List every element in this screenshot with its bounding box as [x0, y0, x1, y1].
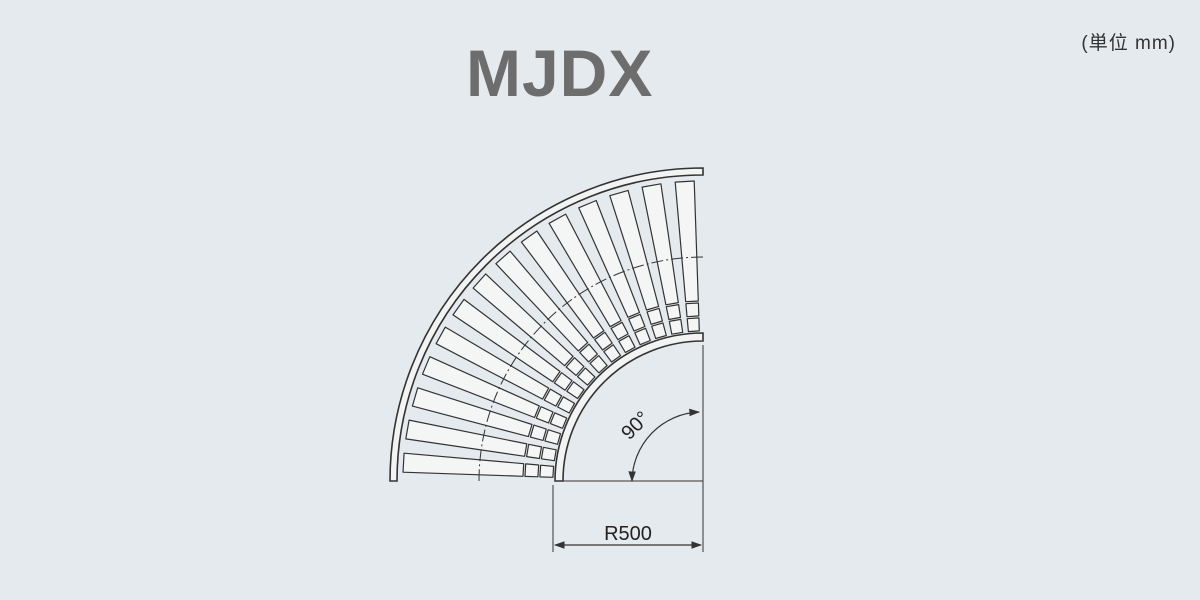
- roller-outer-segment: [495, 250, 589, 352]
- roller: [520, 230, 622, 363]
- roller: [421, 356, 568, 429]
- roller-inner-segment: [603, 344, 622, 363]
- roller-middle-segment: [665, 304, 682, 321]
- roller-middle-segment: [565, 357, 585, 376]
- model-title: MJDX: [466, 36, 654, 110]
- roller-inner-segment: [539, 464, 555, 478]
- roller: [674, 180, 700, 333]
- roller-middle-segment: [553, 372, 573, 391]
- roller: [452, 298, 585, 400]
- angle-dimension-arc: [628, 408, 701, 483]
- unit-note: (単位 mm): [1081, 33, 1176, 54]
- roller-outer-segment: [472, 273, 574, 367]
- roller-middle-segment: [628, 313, 646, 332]
- roller-inner-segment: [576, 367, 596, 386]
- roller: [405, 419, 557, 462]
- roller-outer-segment: [674, 180, 699, 303]
- roller-middle-segment: [594, 331, 613, 351]
- angle-label: 90°: [617, 407, 654, 444]
- roller-inner-segment: [549, 412, 568, 429]
- roller-middle-segment: [529, 424, 547, 441]
- roller-middle-segment: [525, 443, 543, 460]
- roller-outer-segment: [548, 213, 622, 328]
- roller: [641, 183, 684, 335]
- roller-outer-segment: [609, 189, 660, 311]
- center-line: [478, 256, 704, 482]
- radius-label: R500: [604, 523, 652, 545]
- roller-inner-segment: [618, 335, 636, 354]
- roller-outer-segment: [641, 183, 679, 306]
- roller-middle-segment: [535, 406, 554, 424]
- roller-outer-segment: [421, 356, 540, 419]
- roller-outer-segment: [452, 298, 561, 383]
- roller-outer-segment: [405, 419, 528, 457]
- roller-inner-segment: [668, 318, 684, 335]
- roller: [402, 452, 555, 478]
- roller: [411, 387, 562, 445]
- roller-inner-segment: [540, 446, 557, 462]
- roller: [548, 213, 636, 354]
- roller-inner-segment: [686, 317, 700, 333]
- roller-inner-segment: [557, 396, 576, 414]
- roller-middle-segment: [579, 343, 599, 363]
- roller-middle-segment: [646, 307, 664, 325]
- roller-middle-segment: [610, 321, 629, 341]
- roller-group: [402, 180, 700, 478]
- roller-outer-segment: [411, 387, 533, 438]
- roller-middle-segment: [685, 302, 700, 318]
- roller-outer-segment: [578, 199, 641, 318]
- roller-middle-segment: [543, 388, 563, 407]
- roller: [578, 199, 651, 346]
- roller-inner-segment: [566, 381, 585, 400]
- outer-frame: [389, 167, 704, 482]
- roller-inner-segment: [651, 322, 667, 340]
- roller: [609, 189, 667, 340]
- roller-outer-segment: [435, 326, 550, 400]
- roller-inner-segment: [634, 327, 651, 346]
- roller-inner-segment: [544, 429, 562, 445]
- roller-inner-segment: [589, 355, 608, 374]
- roller: [472, 273, 596, 386]
- inner-frame: [554, 332, 704, 482]
- roller: [435, 326, 576, 414]
- roller-outer-segment: [402, 452, 525, 477]
- roller-outer-segment: [520, 230, 605, 339]
- roller-middle-segment: [524, 463, 540, 478]
- roller: [495, 250, 608, 374]
